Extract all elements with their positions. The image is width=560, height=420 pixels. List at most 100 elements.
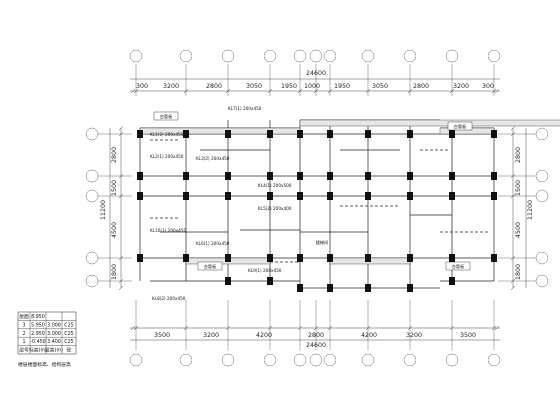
column-26 — [407, 192, 413, 200]
room-label-1: 台管板 — [454, 123, 467, 130]
bottom-dimension-labels: 3500 3200 4200 2800 4200 3200 3500 24600 — [154, 332, 476, 349]
left-dim-1: 1500 — [111, 180, 118, 196]
axis-bubble-bottom-7 — [361, 353, 375, 367]
dim-tick-top-11 — [491, 88, 497, 94]
beam-note-4: KL5(2) 200x400 — [258, 206, 292, 211]
axis-bubble-top-4 — [293, 49, 307, 63]
axis-bubble-bottom-2 — [221, 353, 235, 367]
top-dim-6: 1950 — [334, 83, 350, 90]
dim-tick-top-5 — [297, 88, 303, 94]
axis-bubble-top-2 — [221, 49, 235, 63]
top-dim-5: 1000 — [304, 83, 320, 90]
table-row4-elev: 标高(m) — [29, 347, 47, 354]
bottom-total: 24600 — [306, 342, 326, 349]
dim-tick-bottom-3 — [225, 325, 231, 331]
column-35 — [137, 254, 143, 262]
column-45 — [267, 277, 273, 285]
dim-tick-top-10 — [449, 88, 455, 94]
dim-tick-left-2 — [118, 173, 124, 179]
axis-bubble-right-1 — [535, 169, 549, 183]
room-labels: 台管板 台管板 台管板 台管板 楼梯间 — [153, 111, 473, 271]
bottom-dim-6: 3500 — [460, 332, 476, 339]
dim-tick-bottom-6 — [313, 325, 319, 331]
beam-note-9: KL10(1) 200x450 — [150, 228, 186, 233]
beam-note-8: KL9(1) 200x450 — [248, 268, 282, 273]
column-4 — [225, 130, 231, 138]
axis-bubble-bottom-4 — [293, 353, 307, 367]
beam-notes: KL1(2) 200x450 KL2(1) 200x450 KL3(2) 200… — [150, 106, 292, 301]
room-label-4: 楼梯间 — [316, 239, 329, 246]
bottom-dim-4: 4200 — [361, 332, 377, 339]
beam-note-7: KL8(2) 200x450 — [152, 296, 186, 301]
axis-bubble-left-0 — [85, 127, 99, 141]
dim-tick-bottom-8 — [365, 325, 371, 331]
axis-bubble-right-0 — [535, 127, 549, 141]
table-row2-elev: 2.950 — [31, 331, 45, 337]
column-19 — [327, 254, 333, 262]
column-13 — [297, 172, 303, 180]
dim-tick-bottom-9 — [407, 325, 413, 331]
column-21 — [365, 172, 371, 180]
column-layout — [137, 130, 497, 292]
dim-tick-bottom-10 — [449, 325, 455, 331]
right-dim-3: 1800 — [515, 264, 522, 280]
column-24 — [407, 130, 413, 138]
axis-bubble-left-4 — [85, 274, 99, 288]
right-dim-2: 4500 — [515, 222, 522, 238]
left-dim-2: 4500 — [111, 222, 118, 238]
table-caption: 楼层楼面标高、结构层高 — [18, 361, 71, 368]
dim-tick-left-5 — [118, 278, 124, 284]
axis-bubble-bottom-6 — [323, 353, 337, 367]
left-total: 11200 — [100, 200, 107, 220]
dim-tick-left-1 — [118, 131, 124, 137]
axis-bubble-right-3 — [535, 251, 549, 265]
table-row1-elev: 5.950 — [31, 322, 45, 328]
dim-tick-right-4 — [510, 255, 516, 261]
top-dim-1: 3200 — [163, 83, 179, 90]
dim-tick-top-2 — [183, 88, 189, 94]
column-7 — [225, 254, 231, 262]
table-row3-floor: 1 — [22, 339, 25, 345]
axis-bubble-top-0 — [129, 49, 143, 63]
dim-tick-top-1 — [133, 88, 139, 94]
dim-tick-right-2 — [510, 173, 516, 179]
right-dimension-labels: 2800 1500 4500 1800 11200 — [515, 147, 534, 280]
dim-tick-bottom-5 — [297, 325, 303, 331]
table-row3-height: 3.400 — [47, 339, 61, 345]
top-dim-10: 300 — [482, 83, 494, 90]
top-dim-7: 3050 — [372, 83, 388, 90]
column-17 — [327, 172, 333, 180]
bottom-dim-5: 3200 — [406, 332, 422, 339]
axis-bubble-bottom-5 — [309, 353, 323, 367]
dim-tick-top-8 — [365, 88, 371, 94]
table-row2-grade: C25 — [64, 331, 73, 337]
column-46 — [449, 277, 455, 285]
dim-tick-bottom-11 — [491, 325, 497, 331]
left-dim-0: 2800 — [111, 147, 118, 163]
table-row1-height: 3.000 — [47, 322, 61, 328]
dim-tick-bottom-12 — [494, 325, 500, 331]
beam-note-3: KL4(1) 200x500 — [258, 183, 292, 188]
axis-bubble-top-6 — [323, 49, 337, 63]
left-dimension-labels: 2800 1500 4500 1800 11200 — [100, 147, 118, 280]
dim-tick-left-6 — [118, 285, 124, 291]
bottom-dim-0: 3500 — [154, 332, 170, 339]
column-28 — [449, 130, 455, 138]
floor-elevation-table: 屋面 8.950 3 5.950 3.000 C25 2 2.950 3.000… — [17, 311, 77, 368]
top-dimension-labels: 300 3200 2800 3050 1950 1000 1950 3050 2… — [136, 70, 494, 90]
right-dim-1: 1500 — [515, 180, 522, 196]
dim-tick-left-0 — [118, 125, 124, 131]
right-dim-0: 2800 — [515, 147, 522, 163]
column-41 — [327, 284, 333, 292]
dim-tick-top-4 — [267, 88, 273, 94]
table-row0-floor: 屋面 — [19, 314, 29, 320]
axis-bubble-bottom-3 — [263, 353, 277, 367]
column-20 — [365, 130, 371, 138]
beam-note-5: KL6(1) 200x450 — [196, 241, 230, 246]
bottom-dim-1: 3200 — [203, 332, 219, 339]
axis-bubble-right-2 — [535, 189, 549, 203]
column-23 — [365, 254, 371, 262]
column-33 — [137, 172, 143, 180]
axis-bubble-left-1 — [85, 169, 99, 183]
table-row1-floor: 3 — [22, 322, 25, 328]
